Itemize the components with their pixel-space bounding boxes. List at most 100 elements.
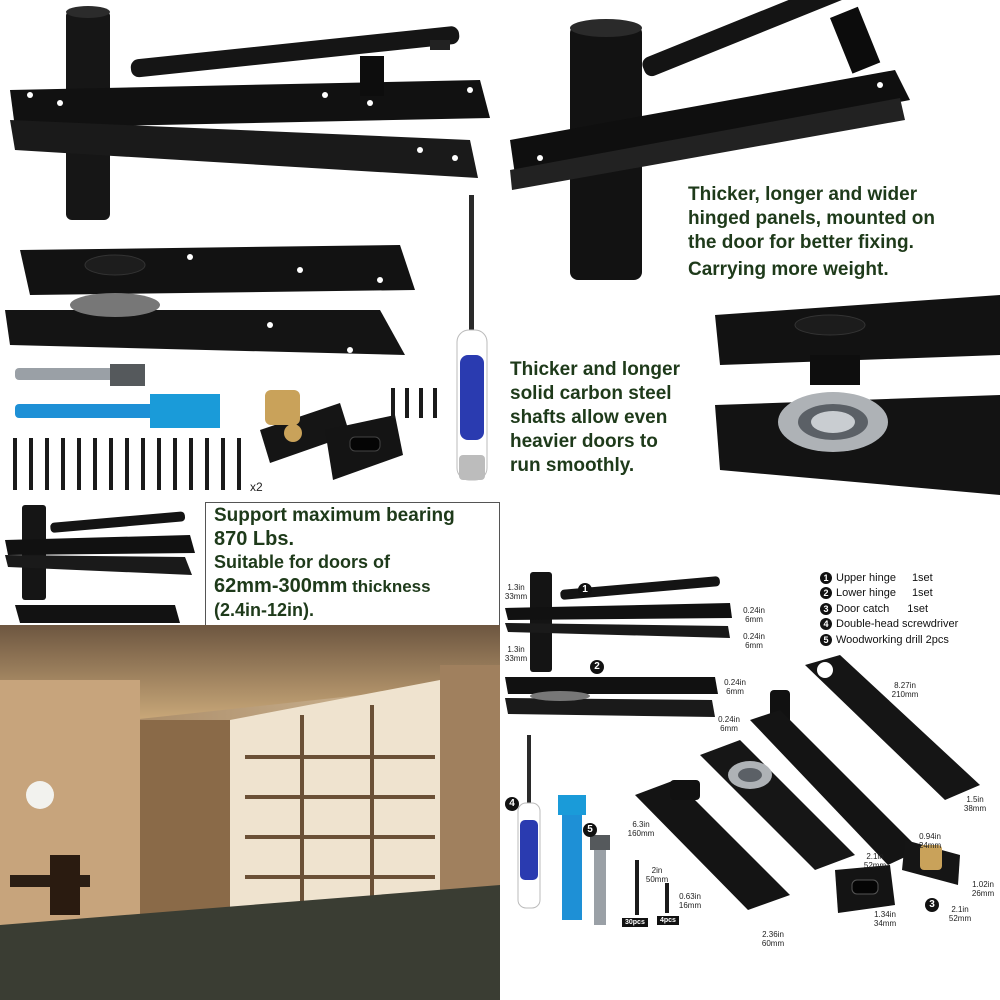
legend-number-5: 5	[820, 633, 832, 646]
dim-strike-width-mm: 52mm	[948, 914, 972, 923]
dim-small-width: 2.36in 60mm	[755, 930, 791, 948]
dim-width-mm: 38mm	[963, 804, 987, 813]
shafts-callout-line4: heavier doors to	[510, 431, 658, 452]
support-line2: 870 Lbs.	[214, 528, 295, 550]
dim-catch-diameter-mm: 24mm	[918, 841, 942, 850]
marker-2: 2	[590, 660, 604, 674]
dim-catch-height-in: 1.02in	[972, 880, 994, 889]
wood-screws-photo	[13, 438, 241, 490]
dim-upper-plate2-mm: 6mm	[745, 641, 763, 650]
legend-name-upper-hinge: Upper hinge	[836, 571, 896, 584]
marker-3: 3	[925, 898, 939, 912]
marker-5: 5	[583, 823, 597, 837]
dim-lower-plate: 0.24in 6mm	[720, 678, 750, 696]
dim-lower-plate-2: 0.24in 6mm	[714, 715, 744, 733]
dim-long-in: 8.27in	[894, 681, 916, 690]
dim-lower-shaft: 1.3in 33mm	[500, 645, 532, 663]
dim-upper-shaft: 1.3in 33mm	[500, 583, 532, 601]
shafts-callout-line3: shafts allow even	[510, 407, 668, 428]
legend-name-lower-hinge: Lower hinge	[836, 587, 896, 600]
legend-item-lower-hinge: 2 Lower hinge 1set	[820, 586, 958, 602]
dim-screw-long-mm: 50mm	[645, 875, 669, 884]
exploded-parts-diagram	[635, 655, 980, 910]
dim-small-length-in: 6.3in	[632, 820, 650, 829]
legend-item-drill: 5 Woodworking drill 2pcs	[820, 632, 958, 648]
screws-diagram	[635, 860, 669, 915]
dim-lower-plate-mm: 6mm	[726, 687, 744, 696]
dim-small-width-in: 2.36in	[762, 930, 784, 939]
dim-long-mm: 210mm	[891, 690, 919, 699]
support-line3: Suitable for doors of	[214, 552, 391, 572]
support-line4: 62mm-300mm thickness	[214, 575, 431, 598]
dim-screw-short-in: 0.63in	[679, 892, 701, 901]
dim-catch-width-in: 2.1in	[866, 852, 884, 861]
support-line5: (2.4in-12in).	[214, 600, 315, 620]
dim-lower-plate-in: 0.24in	[724, 678, 746, 687]
legend-number-2: 2	[820, 587, 832, 600]
qty-tag-short-screws: 4pcs	[657, 916, 679, 925]
dim-strike-height-mm: 34mm	[873, 919, 897, 928]
dim-upper-plate: 0.24in 6mm	[738, 606, 770, 624]
dim-catch-height: 1.02in 26mm	[968, 880, 998, 898]
marker-4: 4	[505, 797, 519, 811]
legend-number-1: 1	[820, 571, 832, 584]
dim-small-width-mm: 60mm	[761, 939, 785, 948]
short-screws-photo	[391, 388, 437, 418]
legend-qty-door-catch: 1set	[907, 602, 928, 615]
upper-hinge-photo	[10, 6, 490, 220]
dim-upper-shaft-mm: 33mm	[504, 592, 528, 601]
dim-strike-width-in: 2.1in	[951, 905, 969, 914]
support-line1: Support maximum bearing	[214, 505, 455, 526]
support-info-box: Support maximum bearing 870 Lbs. Suitabl…	[205, 502, 500, 626]
dim-catch-width-mm: 52mm	[863, 861, 887, 870]
dim-small-length: 6.3in 160mm	[624, 820, 658, 838]
dim-upper-plate-mm: 6mm	[745, 615, 763, 624]
legend-number-4: 4	[820, 618, 832, 631]
door-catch-diagram	[835, 840, 960, 913]
pivot-hinge-photo	[510, 0, 910, 280]
door-catch-photo	[260, 390, 403, 480]
dim-catch-diameter: 0.94in 24mm	[915, 832, 945, 850]
interior-door-photo	[0, 625, 500, 1000]
dim-lower-plate2-mm: 6mm	[720, 724, 738, 733]
panels-callout-line1: Thicker, longer and wider	[688, 184, 918, 205]
dim-catch-width: 2.1in 52mm	[862, 852, 888, 870]
panels-callout-line2: hinged panels, mounted on	[688, 208, 935, 229]
dim-screw-long-in: 2in	[651, 866, 663, 875]
dim-upper-plate2-in: 0.24in	[743, 632, 765, 641]
dim-lower-shaft-mm: 33mm	[504, 654, 528, 663]
legend-qty-upper-hinge: 1set	[911, 571, 933, 584]
dim-screw-short: 0.63in 16mm	[676, 892, 704, 910]
dim-lower-plate2-in: 0.24in	[718, 715, 740, 724]
lower-hinge-plates-photo	[5, 245, 415, 355]
legend-number-3: 3	[820, 602, 832, 615]
dim-strike-width: 2.1in 52mm	[945, 905, 975, 923]
lower-hinge-diagram	[505, 677, 718, 717]
legend-name-screwdriver: Double-head screwdriver	[836, 618, 959, 631]
dim-strike-height: 1.34in 34mm	[870, 910, 900, 928]
shafts-callout-line5: run smoothly.	[510, 455, 635, 476]
screwdriver-photo	[456, 195, 488, 481]
dim-lower-shaft-in: 1.3in	[507, 645, 525, 654]
qty-tag-long-screws: 30pcs	[622, 918, 648, 927]
dim-long: 8.27in 210mm	[885, 681, 925, 699]
parts-legend: 1 Upper hinge 1set 2 Lower hinge 1set 3 …	[820, 570, 958, 648]
shafts-callout-line1: Thicker and longer	[510, 359, 680, 380]
screw-multiplier: x2	[250, 480, 263, 494]
legend-item-door-catch: 3 Door catch 1set	[820, 601, 958, 617]
dim-upper-plate-in: 0.24in	[743, 606, 765, 615]
thickness-word: thickness	[347, 577, 431, 596]
dim-upper-shaft-in: 1.3in	[507, 583, 525, 592]
forstner-drills-photo	[15, 364, 220, 428]
bearing-plates-photo	[715, 295, 1000, 495]
dim-screw-short-mm: 16mm	[678, 901, 702, 910]
panels-callout-line3: the door for better fixing.	[688, 232, 914, 253]
shafts-callout-line2: solid carbon steel	[510, 383, 672, 404]
legend-name-drill: Woodworking drill 2pcs	[836, 633, 949, 646]
dim-screw-long: 2in 50mm	[643, 866, 671, 884]
legend-item-screwdriver: 4 Double-head screwdriver	[820, 617, 958, 633]
screwdriver-drills-diagram	[517, 735, 610, 925]
marker-1: 1	[578, 583, 592, 597]
dim-strike-height-in: 1.34in	[874, 910, 896, 919]
upper-hinge-diagram	[505, 572, 732, 672]
